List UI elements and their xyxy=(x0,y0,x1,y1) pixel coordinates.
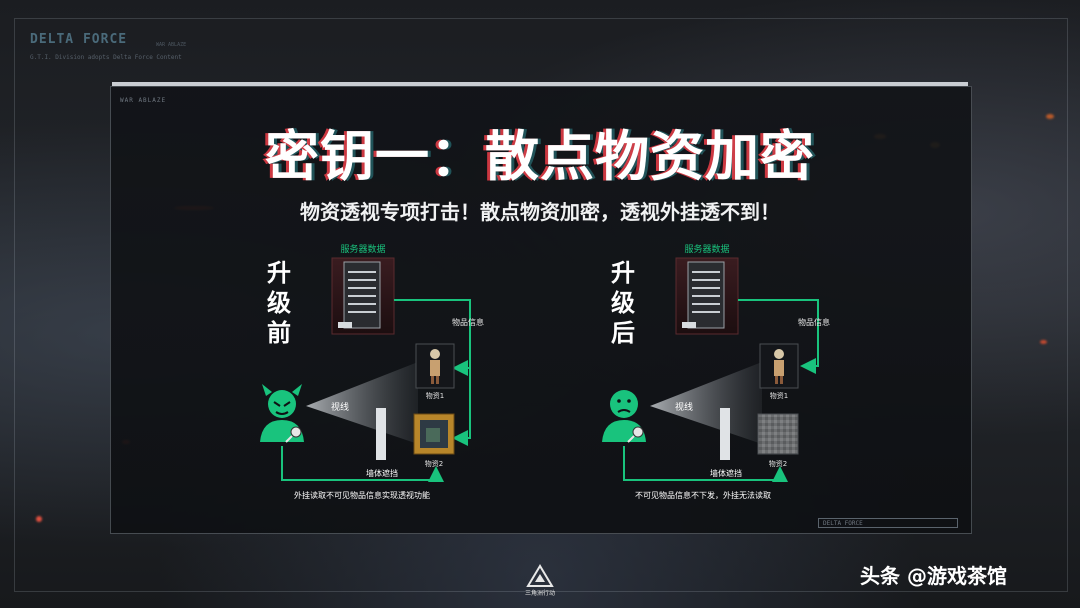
devil-player-icon xyxy=(260,384,304,443)
ember-spark xyxy=(1040,340,1047,344)
wall-label: 墙体遮挡 xyxy=(710,468,742,478)
read-flow-line xyxy=(281,446,444,482)
read-flow-line xyxy=(623,446,788,482)
game-logo-text: 三角洲行动 xyxy=(524,590,555,597)
sight-label: 视线 xyxy=(331,401,349,413)
item-1-image xyxy=(759,343,799,389)
item-1-image xyxy=(415,343,455,389)
wall-label: 墙体遮挡 xyxy=(366,468,398,478)
item-info-label: 物品信息 xyxy=(798,317,830,327)
item-info-label: 物品信息 xyxy=(452,317,484,327)
content-panel xyxy=(110,86,972,534)
before-diagram: 服务器数据 物品信息 视线 墙体遮挡 物资1 物资2 xyxy=(260,243,484,500)
wall-block xyxy=(376,408,386,460)
panel-label: WAR ABLAZE xyxy=(120,97,167,104)
brand-subline: G.T.I. Division adopts Delta Force Conte… xyxy=(30,54,182,61)
item-2-image xyxy=(413,413,455,455)
item-2-label: 物资2 xyxy=(769,459,787,468)
item-2-hidden-image xyxy=(757,413,799,455)
data-flow-line xyxy=(738,299,819,374)
item-1-label: 物资1 xyxy=(770,391,788,400)
sight-cone xyxy=(650,362,762,444)
item-1-label: 物资1 xyxy=(426,391,444,400)
after-side-label: 升级后 xyxy=(611,259,635,347)
before-caption: 外挂读取不可见物品信息实现透视功能 xyxy=(294,490,430,500)
sight-label: 视线 xyxy=(675,401,693,413)
before-side-label: 升级前 xyxy=(267,259,291,347)
server-data-label: 服务器数据 xyxy=(340,243,385,255)
server-icon xyxy=(675,257,739,335)
panel-stamp: DELTA FORCE xyxy=(818,518,958,528)
sad-player-icon xyxy=(602,390,646,443)
brand-tag: WAR ABLAZE xyxy=(156,42,187,48)
brand-name: DELTA FORCE xyxy=(30,32,128,47)
after-caption: 不可见物品信息不下发，外挂无法读取 xyxy=(635,490,771,500)
after-diagram: 服务器数据 物品信息 视线 墙体遮挡 物资1 物资2 xyxy=(602,243,830,500)
page-title: 密钥一：散点物资加密 xyxy=(265,125,815,188)
item-2-label: 物资2 xyxy=(425,459,443,468)
server-icon xyxy=(331,257,395,335)
watermark: 头条 @游戏茶馆 xyxy=(860,564,1007,588)
ember-spark xyxy=(36,516,42,522)
panel-top-bar xyxy=(112,82,968,86)
sight-cone xyxy=(306,362,418,444)
page-subtitle: 物资透视专项打击！散点物资加密，透视外挂透不到！ xyxy=(300,200,780,224)
server-data-label: 服务器数据 xyxy=(684,243,729,255)
wall-block xyxy=(720,408,730,460)
outer-frame xyxy=(14,18,1068,592)
ember-spark xyxy=(1046,114,1054,119)
game-logo-icon xyxy=(526,564,554,587)
